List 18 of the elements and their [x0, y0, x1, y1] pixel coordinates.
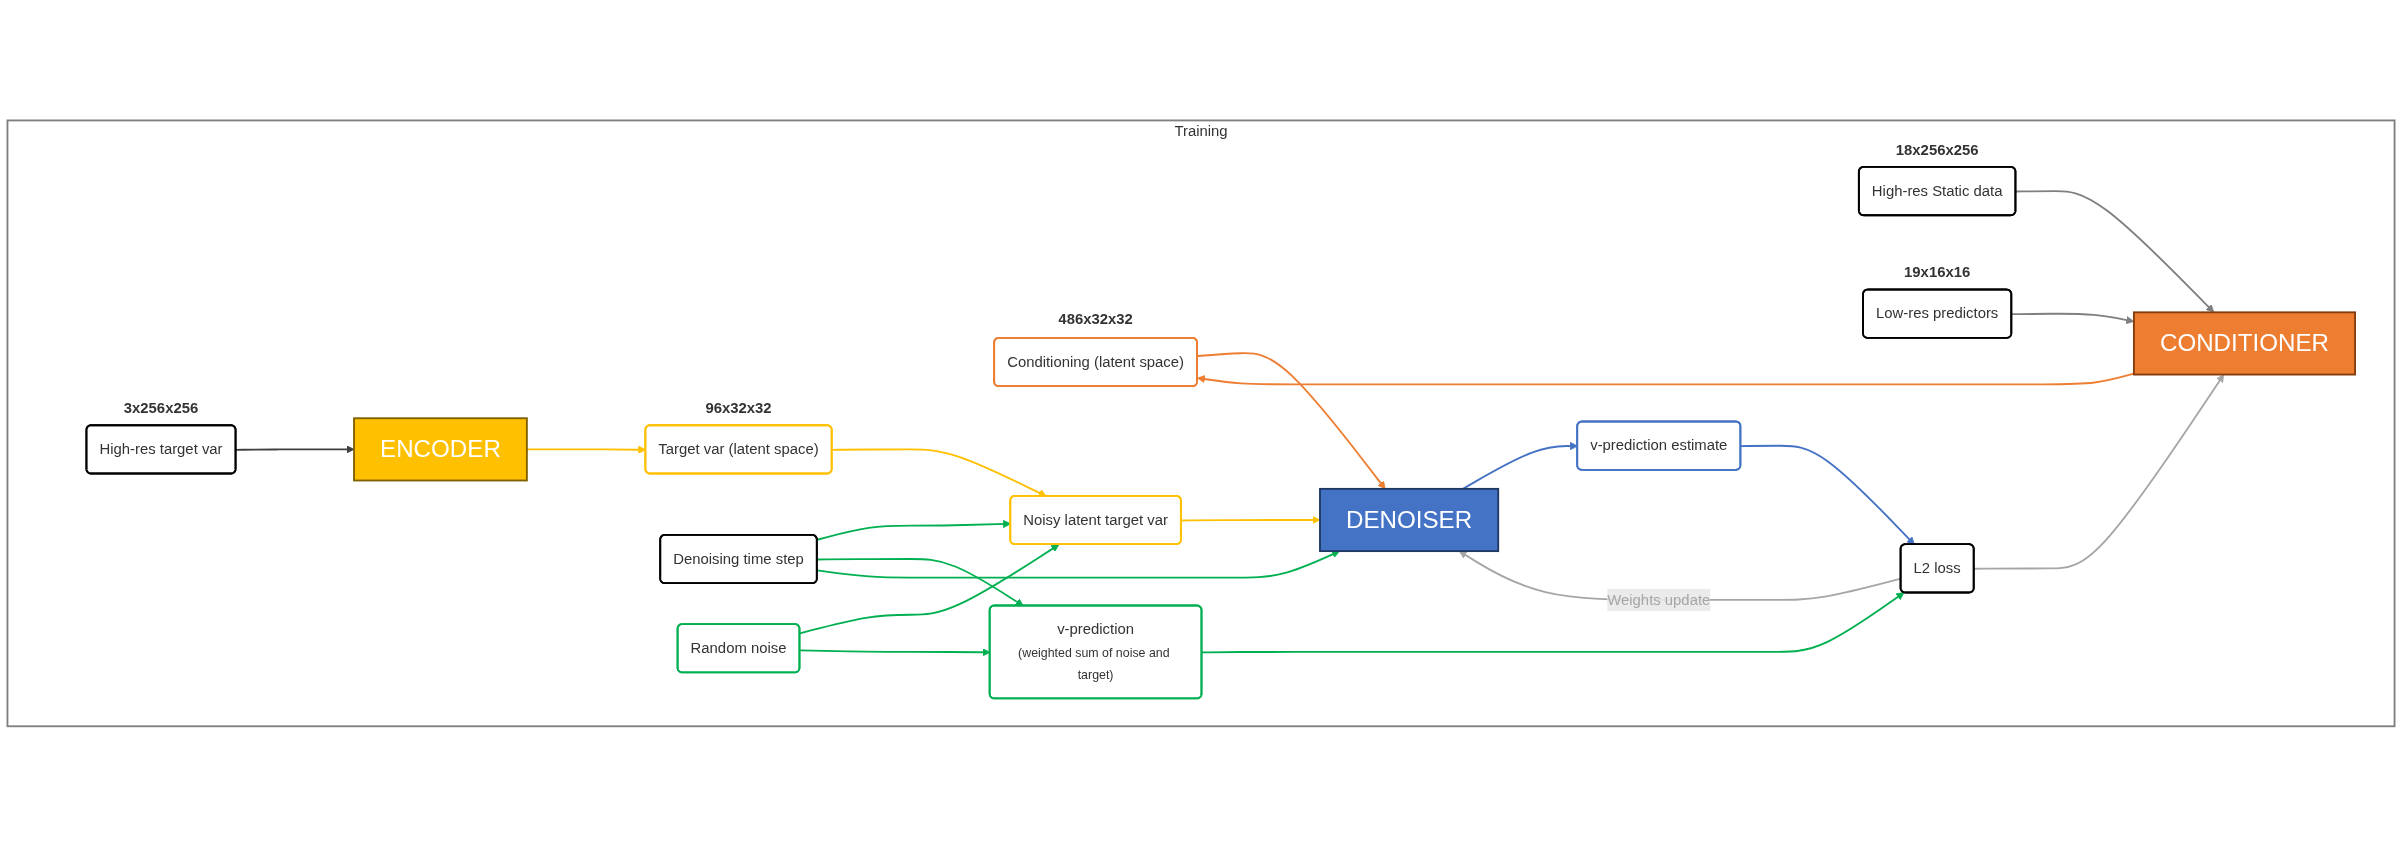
node-label: 19x16x16: [1904, 264, 1971, 280]
arrow: [816, 550, 1340, 579]
arrow: [831, 448, 1047, 497]
arrow: [799, 543, 1060, 634]
node-label: 96x32x32: [705, 399, 772, 416]
edge-label: Weights update: [1607, 591, 1711, 607]
node-box: DENOISER: [1319, 487, 1500, 552]
node-box: CONDITIONER: [2133, 311, 2356, 376]
node-label: 486x32x32: [1058, 310, 1133, 327]
node-label: 3x256x256: [123, 399, 199, 416]
node-label: 18x256x256: [1895, 141, 1979, 158]
arrow: [1973, 373, 2225, 570]
arrow: [816, 557, 1024, 606]
node-box: ENCODER: [353, 416, 528, 482]
arrow: [1201, 591, 1905, 653]
arrow: [235, 444, 355, 454]
arrow: [2015, 189, 2215, 313]
arrow: [1197, 372, 2135, 385]
